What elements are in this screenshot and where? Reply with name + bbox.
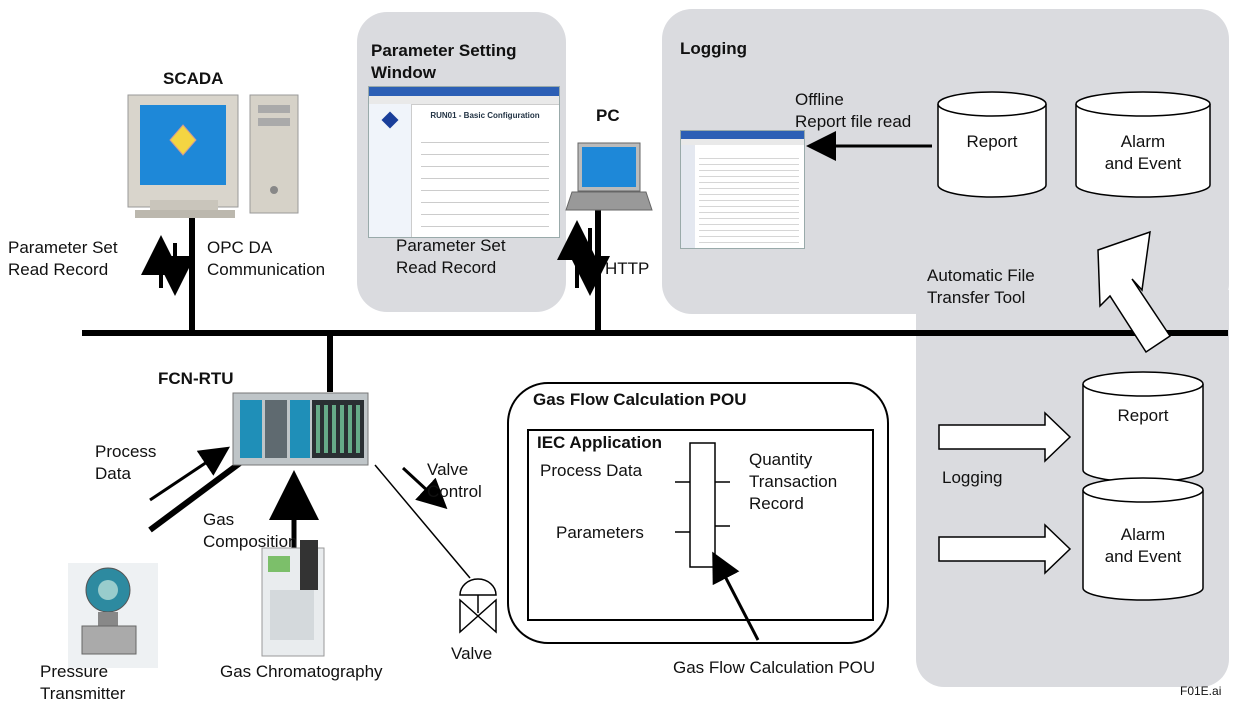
report-cylinder-top [937,91,1047,198]
pressure-transmitter-label: Pressure Transmitter [40,662,126,703]
transfer-label: Automatic File Transfer Tool [927,266,1035,307]
alarm-label-top: Alarm and Event [1104,132,1182,173]
valve-control-arrow [401,466,448,510]
scada-computer [127,94,299,218]
logging-title: Logging [680,39,748,58]
param-window-caption: Parameter Set Read Record [396,236,506,277]
pou-caption-arrow [712,551,760,641]
pc-protocol: HTTP [605,259,650,278]
pou-input-process: Process Data [540,461,643,480]
gas-composition-line [148,460,242,533]
pressure-transmitter [68,563,158,668]
report-cylinder-bottom [1082,371,1204,483]
pou-title: Gas Flow Calculation POU [533,390,747,409]
pc-title: PC [596,106,620,125]
pou-block [689,442,716,568]
iec-title: IEC Application [537,433,662,452]
scada-comm-label: OPC DA Communication [207,238,326,279]
valve-label: Valve [451,644,493,663]
gas-chromatography-label: Gas Chromatography [220,662,383,681]
file-transfer-arrow [1097,230,1172,354]
gas-chromatography [261,540,325,657]
pou-caption: Gas Flow Calculation POU [673,658,876,677]
rtu-title: FCN-RTU [158,369,234,388]
pou-input-params: Parameters [556,523,644,542]
parameter-window-screenshot: RUN01 - Basic Configuration [368,86,560,238]
logging-arrow-2 [938,523,1072,575]
alarm-cylinder-top [1075,91,1211,198]
pc-laptop [565,142,653,211]
logging-screenshot [680,130,805,249]
logging-arrow-1 [938,411,1072,463]
process-data-arrow [149,446,230,502]
scada-param-label: Parameter Set Read Record [8,238,118,279]
offline-label: Offline Report file read [795,90,912,131]
figure-id: F01E.ai [1180,684,1222,698]
logging-arrow-label: Logging [942,468,1003,487]
screen-header: RUN01 - Basic Configuration [430,111,540,120]
alarm-cylinder-bottom [1082,477,1204,601]
process-data-label: Process Data [95,442,157,483]
param-window-title: Parameter Setting Window [371,41,517,82]
scada-title: SCADA [163,69,224,88]
valve-control-label: Valve Control [427,460,482,501]
valve-control-line [374,464,471,579]
report-label-top: Report [966,132,1018,151]
fcn-rtu-device [232,392,369,466]
alarm-label-bottom: Alarm and Event [1104,525,1182,566]
valve-symbol [459,578,497,634]
pou-output: Quantity Transaction Record [749,450,838,513]
gas-composition-label: Gas Composition [203,510,298,551]
report-label-bottom: Report [1117,406,1169,425]
